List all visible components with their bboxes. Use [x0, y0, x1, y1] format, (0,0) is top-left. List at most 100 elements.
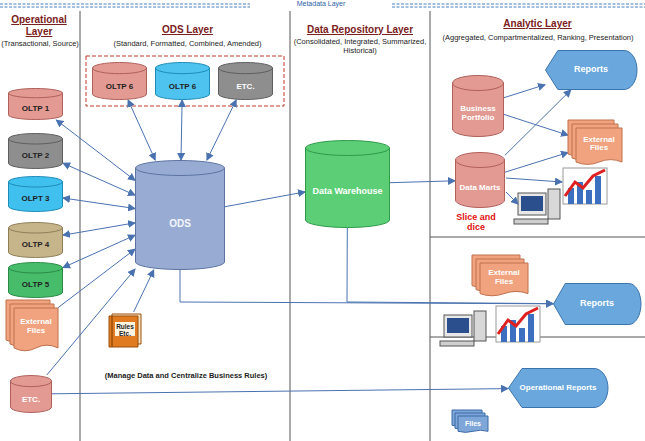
flow-arrow — [505, 153, 568, 173]
layer-label: ODS Layer — [90, 24, 285, 36]
node-label: Operational Reports — [520, 384, 597, 393]
node-label: Rules Etc. — [112, 323, 138, 337]
chart-icon — [496, 306, 540, 342]
layer-label: Data Repository Layer — [292, 24, 428, 36]
node-label-box: OLPT 3 — [8, 176, 63, 212]
chart-icon — [563, 168, 607, 204]
node-label-box: ODS — [135, 160, 225, 270]
flow-arrow — [181, 100, 182, 160]
node-label: Data Warehouse — [312, 187, 382, 197]
node-label-box: Reports — [553, 283, 641, 325]
file-stack: External Files — [6, 300, 58, 355]
document-sheet — [480, 263, 528, 296]
cylinder-top — [136, 161, 225, 176]
node-label: OLTP 4 — [22, 241, 49, 250]
group-bracket — [86, 56, 284, 106]
book-spine — [111, 316, 113, 347]
flow-arrow — [52, 389, 508, 394]
node-label: External Files — [14, 318, 58, 336]
ods-cylinder: ODS — [135, 160, 225, 270]
node-label: OLTP 6 — [169, 83, 196, 92]
database-cylinder: ETC. — [10, 375, 52, 413]
node-label-box: OLTP 5 — [8, 262, 63, 298]
layer-label: (Manage Data and Centralize Business Rul… — [82, 372, 290, 381]
node-label: Reports — [574, 65, 608, 75]
database-cylinder-outline — [455, 152, 505, 208]
computer-icon — [440, 311, 486, 346]
node-label: Files — [465, 420, 481, 428]
database-cylinder: OLPT 3 — [8, 176, 63, 212]
database-cylinder-outline — [92, 62, 147, 100]
layer-label: Metadata Layer — [250, 0, 392, 8]
cylinder-top — [9, 177, 63, 188]
cylinder-body — [453, 83, 504, 137]
layer-label: Analytic Layer — [432, 18, 643, 30]
cylinder-top — [9, 134, 63, 145]
flow-arrow — [58, 249, 135, 308]
flow-arrow — [134, 270, 154, 312]
flow-arrow — [128, 100, 155, 160]
cylinder-top — [456, 153, 505, 168]
node-label-box: Reports — [545, 50, 637, 90]
report-outline — [554, 284, 642, 325]
cylinder-top — [219, 63, 273, 74]
report-outline — [509, 369, 608, 408]
node-label: OLTP 1 — [22, 105, 49, 114]
layer-label: Operational Layer — [0, 14, 78, 37]
cylinder-top — [93, 63, 147, 74]
file-stack: Files — [452, 410, 488, 434]
cylinder-top — [156, 63, 210, 74]
flow-arrow — [207, 100, 236, 160]
node-label-box: Rules Etc. — [108, 312, 142, 348]
flow-arrow — [56, 120, 135, 180]
flow-arrow — [225, 192, 305, 207]
database-cylinder-outline — [10, 375, 52, 413]
node-label: External Files — [576, 136, 622, 154]
rules-book: Rules Etc. — [108, 312, 142, 348]
database-cylinder: OLTP 2 — [8, 133, 63, 169]
file-stack: External Files — [568, 120, 622, 168]
cylinder-top — [453, 76, 504, 91]
node-label-box: OLTP 2 — [8, 133, 63, 169]
cylinder-top — [9, 223, 63, 234]
layer-label: (Transactional, Source) — [0, 40, 80, 49]
node-label-box: Files — [452, 410, 488, 434]
node-label: Reports — [580, 299, 614, 309]
computer-icon — [514, 189, 560, 224]
flow-arrow — [504, 85, 545, 98]
database-cylinder: ETC. — [218, 62, 273, 100]
database-cylinder: OLTP 4 — [8, 222, 63, 258]
document-sheet — [458, 416, 488, 432]
node-label-box: Operational Reports — [508, 368, 608, 408]
node-label: External Files — [480, 269, 528, 287]
database-cylinder: Data Marts — [455, 152, 505, 208]
layer-divider — [80, 11, 645, 441]
node-label: Business Portfolio — [452, 105, 504, 123]
database-cylinder: OLTP 1 — [8, 88, 63, 120]
node-label: ETC. — [236, 83, 254, 92]
flow-arrow — [390, 181, 455, 183]
warehouse-cylinder-outline — [305, 140, 390, 228]
node-label-box: External Files — [6, 300, 58, 355]
flow-arrow — [63, 198, 135, 209]
node-label: ETC. — [22, 396, 40, 405]
cylinder-top — [11, 376, 52, 387]
node-label-box: External Files — [472, 255, 528, 299]
cylinder-body — [136, 168, 225, 270]
document-sheet — [14, 308, 58, 351]
database-cylinder-outline — [8, 133, 63, 169]
flow-arrow — [63, 163, 135, 195]
database-cylinder-outline — [8, 222, 63, 258]
database-cylinder: OLTP 5 — [8, 262, 63, 298]
database-cylinder: OLTP 6 — [155, 62, 210, 100]
book-cover — [109, 316, 138, 347]
node-label-box: OLTP 6 — [155, 62, 210, 100]
document-sheet — [576, 128, 622, 164]
node-label-box: Business Portfolio — [452, 75, 504, 137]
cylinder-top — [9, 263, 63, 274]
report-outline — [546, 51, 637, 90]
flow-arrow — [504, 114, 568, 135]
leader-arrow — [506, 192, 518, 204]
report-shape: Operational Reports — [508, 368, 608, 408]
node-label: OLPT 3 — [21, 195, 49, 204]
